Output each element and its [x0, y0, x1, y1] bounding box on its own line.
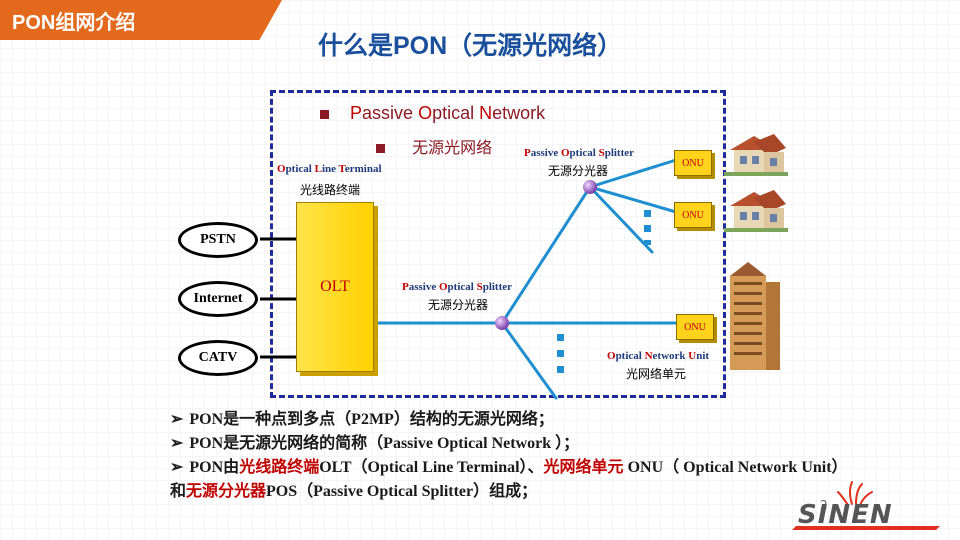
definition-letter-p: P: [350, 103, 363, 123]
bullet-item-3: ➢ PON由光线路终端OLT（Optical Line Terminal）、光网络…: [170, 456, 860, 504]
bullet-text: PON是无源光网络的简称（Passive Optical Network ）；: [189, 435, 580, 452]
arrow-bullet-icon: ➢: [170, 459, 184, 476]
splitter2-label-letter-p: P: [524, 147, 531, 159]
splitter2-label-letter-o: O: [560, 147, 570, 159]
splitter2-label-word-optical: ptical: [569, 147, 599, 159]
bullet-item-2: ➢ PON是无源光网络的简称（Passive Optical Network ）；: [170, 432, 860, 456]
splitter2-chinese-label: 无源分光器: [548, 164, 609, 178]
bullet-text: PON由: [189, 459, 240, 476]
definition-word-passive: assive: [362, 103, 419, 123]
splitter1-label-letter-s: S: [476, 281, 483, 293]
olt-box: OLT: [296, 202, 374, 372]
splitter2-label-letter-s: S: [598, 147, 605, 159]
onu-box-1: ONU: [674, 150, 712, 176]
splitter1-english-label: Passive Optical Splitter: [402, 281, 512, 293]
bullet-item-1: ➢ PON是一种点到多点（P2MP）结构的无源光网络；: [170, 408, 860, 432]
olt-label-word-terminal: erminal: [344, 163, 382, 175]
bullet-text: POS（Passive Optical Splitter）组成；: [266, 483, 538, 500]
house-icon: [724, 134, 788, 176]
fiber-links: [372, 158, 680, 400]
dot: [644, 225, 651, 232]
definition-word-network: etwork: [492, 103, 546, 123]
bullet-list: ➢ PON是一种点到多点（P2MP）结构的无源光网络； ➢ PON是无源光网络的简称…: [170, 408, 860, 504]
olt-chinese-label: 光线路终端: [300, 183, 361, 197]
office-building-icon: [730, 262, 780, 370]
definition-word-optical: ptical: [432, 103, 480, 123]
splitter2-label-word-splitter: plitter: [604, 147, 635, 159]
onu-label-letter-u: U: [688, 350, 697, 362]
splitter1-chinese-label: 无源分光器: [428, 298, 489, 312]
definition-letter-o: O: [418, 103, 433, 123]
olt-label-word-line: ine: [321, 163, 339, 175]
dot: [644, 210, 651, 217]
splitter-to-onu1-fiber: [588, 158, 678, 189]
internet-service: Internet: [178, 281, 258, 317]
olt-label-word-optical: ptical: [285, 163, 315, 175]
onu-label-word-unit: nit: [696, 350, 710, 362]
onu-label-word-network: etwork: [652, 350, 689, 362]
splitter1-label-word-splitter: plitter: [482, 281, 513, 293]
continuation-dots: [557, 210, 651, 373]
splitter-node-icon: [583, 180, 597, 194]
onu-label-letter-n: N: [644, 350, 653, 362]
onu-english-label: Optical Network Unit: [607, 350, 709, 362]
pon-chinese-definition: 无源光网络: [376, 134, 492, 158]
arrow-bullet-icon: ➢: [170, 435, 184, 452]
pon-english-definition: Passive Optical Network: [320, 103, 545, 124]
bullet-highlight: 光线路终端: [239, 459, 320, 476]
bullet-highlight: 光网络单元: [543, 459, 624, 476]
splitter1-label-word-optical: ptical: [447, 281, 477, 293]
bullet-highlight: 无源分光器: [186, 483, 267, 500]
splitter-to-onu2-fiber: [588, 185, 678, 214]
splitter-down-fiber: [500, 321, 558, 400]
definition-letter-n: N: [479, 103, 493, 123]
logo-text: SINEN: [798, 500, 893, 530]
catv-service: CATV: [178, 340, 258, 376]
page-title: 什么是PON（无源光网络）: [318, 32, 623, 60]
dot: [644, 240, 651, 245]
splitter1-label-letter-p: P: [402, 281, 409, 293]
definition-chinese-text: 无源光网络: [412, 138, 493, 157]
bullet-text: PON是一种点到多点（P2MP）结构的无源光网络；: [189, 411, 554, 428]
olt-label-letter-o: O: [277, 163, 286, 175]
sinen-logo: SINEN: [792, 481, 940, 530]
arrow-bullet-icon: ➢: [170, 411, 184, 428]
bullet-text: ONU（ Optical Network Unit）和: [170, 459, 848, 500]
onu-box-2: ONU: [674, 202, 712, 228]
dot: [557, 350, 564, 357]
splitter-lower-fiber: [588, 185, 654, 254]
dot: [557, 334, 564, 341]
page-number: 2: [820, 498, 828, 512]
section-tab: [0, 0, 282, 40]
splitter1-label-word-passive: assive: [408, 281, 439, 293]
section-title: PON组网介绍: [12, 12, 136, 34]
splitter-node-icon: [495, 316, 509, 330]
olt-label-letter-t: T: [338, 163, 345, 175]
splitter2-label-word-passive: assive: [530, 147, 561, 159]
service-links: [260, 237, 296, 359]
splitter-to-splitter-fiber: [500, 185, 592, 325]
onu-box-3: ONU: [676, 314, 714, 340]
square-bullet-icon: [376, 144, 385, 153]
square-bullet-icon: [320, 109, 329, 119]
house-icon: [724, 190, 788, 232]
splitter2-english-label: Passive Optical Splitter: [524, 147, 634, 159]
pon-boundary-box: [270, 90, 726, 398]
olt-label-letter-l: L: [314, 163, 322, 175]
dot: [557, 366, 564, 373]
onu-chinese-label: 光网络单元: [626, 367, 687, 381]
logo-spark-icon: [837, 481, 873, 506]
onu-label-word-optical: ptical: [615, 350, 645, 362]
pstn-service: PSTN: [178, 222, 258, 258]
bullet-text: OLT（Optical Line Terminal）、: [319, 459, 544, 476]
splitter1-label-letter-o: O: [438, 281, 448, 293]
olt-english-label: Optical Line Terminal: [277, 163, 382, 175]
onu-label-letter-o: O: [607, 350, 616, 362]
